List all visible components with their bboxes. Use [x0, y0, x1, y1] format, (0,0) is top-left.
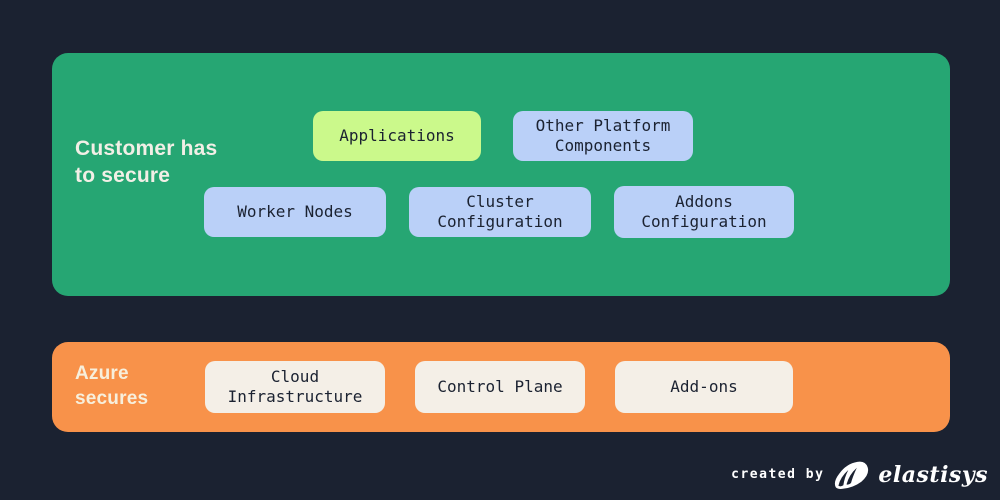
chip-cloud-infrastructure: Cloud Infrastructure — [205, 361, 385, 413]
chip-add-ons: Add-ons — [615, 361, 793, 413]
footer-credit: created by elastisys — [731, 459, 988, 490]
chip-other-platform-components: Other Platform Components — [513, 111, 693, 161]
created-by-label: created by — [731, 467, 825, 482]
chip-addons-configuration: Addons Configuration — [614, 186, 794, 238]
customer-panel-heading: Customer has to secure — [75, 137, 218, 188]
chip-worker-nodes: Worker Nodes — [204, 187, 386, 237]
chip-cluster-configuration: Cluster Configuration — [409, 187, 591, 237]
chip-control-plane: Control Plane — [415, 361, 585, 413]
azure-secures-panel: Azure secures Cloud Infrastructure Contr… — [52, 342, 950, 432]
customer-secures-panel: Customer has to secure Applications Othe… — [52, 53, 950, 296]
elastisys-wordmark: elastisys — [878, 461, 988, 488]
azure-panel-heading: Azure secures — [75, 363, 149, 409]
elastisys-shell-icon — [833, 459, 869, 490]
chip-applications: Applications — [313, 111, 481, 161]
